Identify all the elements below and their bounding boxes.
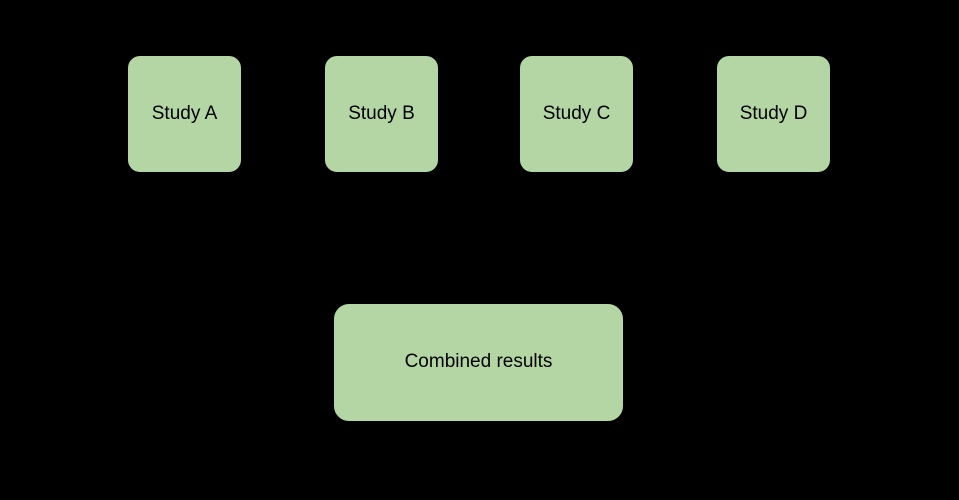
study-a-node: Study A (127, 55, 242, 173)
study-d-label: Study D (739, 102, 808, 124)
study-c-label: Study C (542, 102, 611, 124)
study-b-label: Study B (348, 102, 415, 124)
study-d-node: Study D (716, 55, 831, 173)
combined-results-label: Combined results (404, 351, 553, 373)
study-b-node: Study B (324, 55, 439, 173)
study-a-label: Study A (151, 102, 218, 124)
combined-results-node: Combined results (333, 303, 624, 422)
study-c-node: Study C (519, 55, 634, 173)
